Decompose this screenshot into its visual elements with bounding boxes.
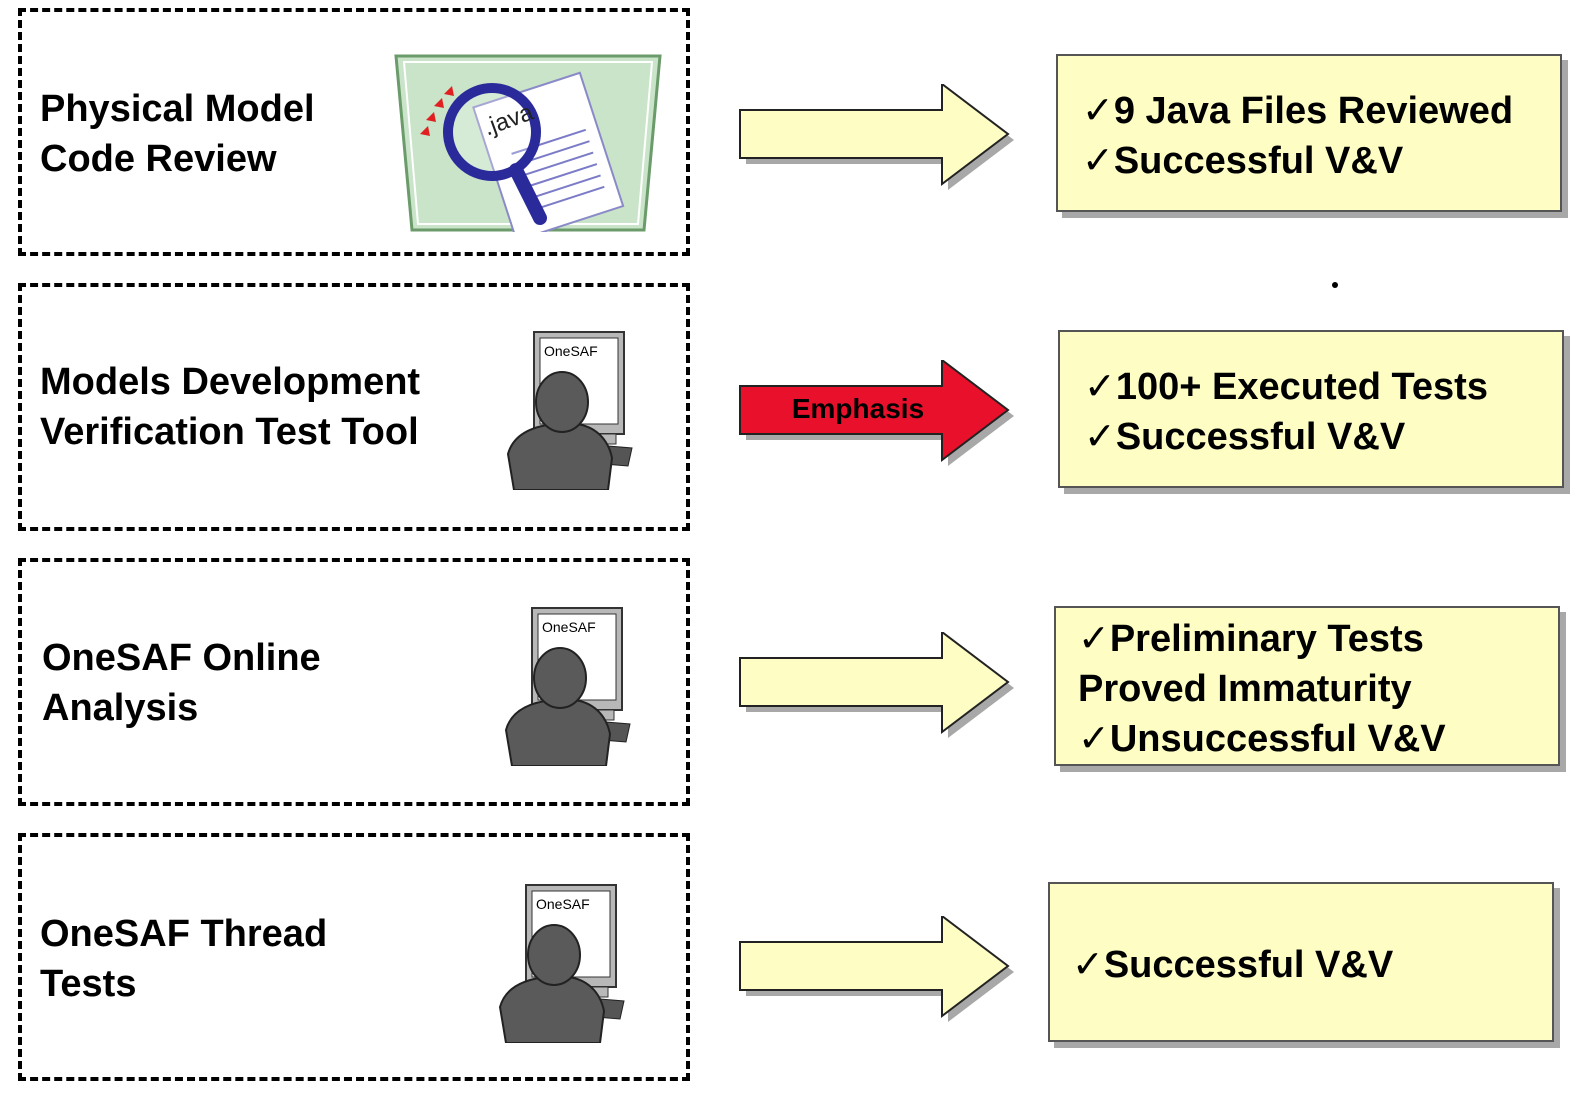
result-box-thread-tests: ✓Successful V&V: [1048, 882, 1554, 1042]
user-computer-icon: OneSAF: [504, 607, 631, 766]
stage-label-line: Tests: [40, 963, 137, 1005]
stage-label-line: Verification Test Tool: [40, 411, 419, 453]
result-line: ✓Preliminary Tests: [1078, 618, 1424, 660]
result-line: ✓9 Java Files Reviewed: [1082, 90, 1514, 132]
arrow-shape: [739, 632, 1010, 735]
stage-label-verification-tool: Models Development Verification Test Too…: [40, 357, 420, 457]
result-box-code-review: ✓9 Java Files Reviewed ✓Successful V&V: [1056, 54, 1562, 212]
stage-label-code-review: Physical Model Code Review: [40, 84, 315, 184]
flow-arrow: [739, 916, 1014, 1022]
result-box-online-analysis: ✓Preliminary Tests Proved Immaturity ✓Un…: [1054, 606, 1560, 766]
stage-label-line: OneSAF Thread: [40, 913, 328, 955]
stage-box-code-review: [18, 8, 690, 256]
emphasis-arrow: [739, 360, 1014, 466]
stage-label-online-analysis: OneSAF Online Analysis: [42, 633, 321, 733]
arrow-shape: [739, 360, 1010, 463]
stage-box-thread-tests: [18, 833, 690, 1081]
stage-box-online-analysis: [18, 558, 690, 806]
flow-arrow: [739, 632, 1014, 738]
result-line: ✓100+ Executed Tests: [1084, 366, 1488, 408]
stage-label-line: Models Development: [40, 361, 421, 403]
screen-label: OneSAF: [542, 619, 596, 635]
user-computer-icon: OneSAF: [506, 331, 633, 490]
flow-arrow: [739, 84, 1014, 190]
arrow-shape: [739, 84, 1010, 187]
stray-dot: [1332, 282, 1338, 288]
arrow-shape: [739, 916, 1010, 1019]
magnifier-document-icon: .java: [394, 54, 662, 232]
result-line: ✓Successful V&V: [1072, 944, 1394, 986]
stage-box-verification-tool: [18, 283, 690, 531]
result-line: ✓Successful V&V: [1084, 416, 1406, 458]
stage-label-line: OneSAF Online: [42, 637, 321, 679]
result-line: Proved Immaturity: [1078, 668, 1412, 710]
screen-label: OneSAF: [536, 896, 590, 912]
emphasis-label: Emphasis: [791, 393, 925, 424]
user-computer-icon: OneSAF: [498, 884, 625, 1043]
result-line: ✓Unsuccessful V&V: [1078, 718, 1446, 760]
stage-label-thread-tests: OneSAF Thread Tests: [40, 909, 327, 1009]
result-line: ✓Successful V&V: [1082, 140, 1404, 182]
result-box-verification-tool: ✓100+ Executed Tests ✓Successful V&V: [1058, 330, 1564, 488]
stage-label-line: Code Review: [40, 138, 277, 180]
stage-label-line: Analysis: [42, 687, 199, 729]
stage-label-line: Physical Model: [40, 88, 315, 130]
screen-label: OneSAF: [544, 343, 598, 359]
